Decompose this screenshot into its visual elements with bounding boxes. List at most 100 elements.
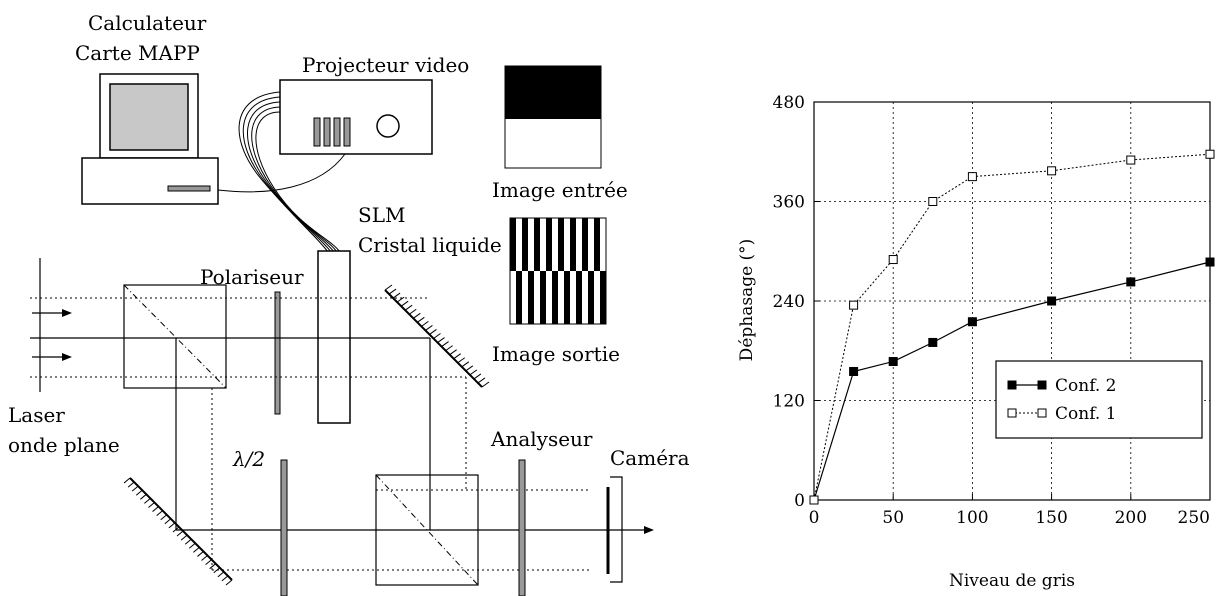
mirror-lower-left xyxy=(129,477,233,581)
y-tick-label: 120 xyxy=(773,392,805,412)
mirror-hatch xyxy=(437,337,445,343)
input-image xyxy=(504,65,602,169)
upper-beam-paths xyxy=(30,258,466,392)
mirror-hatch xyxy=(217,571,225,578)
mirror-hatch xyxy=(221,575,229,582)
data-point-conf1 xyxy=(1126,155,1136,165)
legend: Conf. 2 Conf. 1 xyxy=(995,360,1203,439)
data-point-conf1 xyxy=(888,255,898,265)
camera-label: Caméra xyxy=(610,446,690,470)
output-image-label: Image sortie xyxy=(492,342,620,366)
stripe-bottom xyxy=(552,271,558,324)
data-point-conf1 xyxy=(809,495,819,505)
y-tick-label: 360 xyxy=(773,193,805,213)
laser-label-line2: onde plane xyxy=(8,433,120,457)
legend-marker-conf2 xyxy=(1007,380,1017,390)
data-point-conf1 xyxy=(1047,166,1057,176)
mirror-hatch xyxy=(477,377,486,384)
legend-marker-conf2 xyxy=(1037,380,1047,390)
stripe-bottom xyxy=(540,271,546,324)
halfwave-plate xyxy=(280,459,288,596)
mirror-hatch xyxy=(384,284,393,291)
mirror-hatch xyxy=(176,530,184,537)
data-point-conf2 xyxy=(1205,257,1215,267)
mirror-hatch xyxy=(209,563,217,570)
stripe-top xyxy=(570,218,576,271)
mirror-hatch xyxy=(429,329,437,335)
laser-label-line1: Laser xyxy=(8,403,65,427)
mirror-hatch xyxy=(127,481,135,488)
mirror-hatch xyxy=(180,534,188,541)
slm-label-line1: SLM xyxy=(358,203,405,227)
data-point-conf1 xyxy=(1205,149,1215,159)
mirror-hatch xyxy=(457,357,466,364)
legend-marker-conf1 xyxy=(1037,408,1047,418)
mirror-hatch xyxy=(193,546,200,553)
beam-splitter-2 xyxy=(375,474,479,586)
mirror-hatch xyxy=(469,369,478,376)
projector-icon xyxy=(279,79,433,155)
analyzer-plate xyxy=(518,459,526,596)
y-axis-label: Déphasage (°) xyxy=(737,239,757,362)
y-tick-label: 240 xyxy=(773,292,805,312)
mirror-hatch xyxy=(172,526,180,533)
legend-label-conf1: Conf. 1 xyxy=(1055,404,1117,424)
slm-panel xyxy=(317,250,351,424)
camera-icon xyxy=(606,476,623,583)
x-axis-label: Niveau de gris xyxy=(949,571,1075,591)
lower-beam-paths xyxy=(176,489,654,571)
analyzer-label: Analyseur xyxy=(490,427,593,451)
beam-splitter-1 xyxy=(123,284,227,389)
stripe-top xyxy=(594,218,600,271)
computer-label-line1: Calculateur xyxy=(88,11,207,35)
projector-label: Projecteur video xyxy=(302,53,469,77)
mirror-hatch xyxy=(465,365,474,372)
mirror-hatch xyxy=(139,493,147,500)
gridlines xyxy=(814,102,1210,500)
mirror-hatch xyxy=(188,542,196,549)
input-image-label: Image entrée xyxy=(492,178,628,202)
mirror-hatch xyxy=(135,489,143,496)
data-point-conf2 xyxy=(928,337,938,347)
slm-label-line2: Cristal liquide xyxy=(358,233,502,257)
mirror-hatch xyxy=(404,304,413,311)
mirror-hatch xyxy=(201,555,208,561)
mirror-hatch xyxy=(213,567,221,574)
stripe-top xyxy=(582,218,588,271)
x-tick-label: 150 xyxy=(1035,508,1067,528)
mirror-hatch xyxy=(392,292,401,299)
stripe-bottom xyxy=(588,271,594,324)
data-point-conf1 xyxy=(928,197,938,206)
stripe-bottom xyxy=(576,271,582,324)
stripe-top xyxy=(558,218,564,271)
mirror-hatch xyxy=(156,510,163,517)
mirror-hatch xyxy=(400,300,409,307)
data-point-conf2 xyxy=(967,317,977,327)
mirror-hatch xyxy=(449,349,457,356)
mirror-hatch xyxy=(413,312,421,319)
optical-setup-diagram: Calculateur Carte MAPP Projecteur video … xyxy=(8,11,690,596)
data-point-conf1 xyxy=(967,172,977,182)
mirror-hatch xyxy=(421,320,429,327)
stripe-bottom xyxy=(600,271,606,324)
y-tick-label: 0 xyxy=(794,491,805,511)
mirror-hatch xyxy=(225,579,233,586)
series-line-conf1 xyxy=(813,153,1211,501)
legend-label-conf2: Conf. 2 xyxy=(1055,376,1117,396)
mirror-hatch xyxy=(160,514,168,521)
mirror-hatch xyxy=(425,325,433,331)
series-layer xyxy=(809,149,1215,505)
mirror-hatch xyxy=(396,296,405,303)
stripe-top xyxy=(510,218,516,271)
data-point-conf1 xyxy=(849,300,859,310)
mirror-hatch xyxy=(148,502,155,508)
computer-label-line2: Carte MAPP xyxy=(75,41,200,65)
mirror-hatch xyxy=(168,522,176,529)
data-point-conf2 xyxy=(888,357,898,367)
data-point-conf2 xyxy=(1126,277,1136,287)
series-line-conf2 xyxy=(813,261,1211,501)
